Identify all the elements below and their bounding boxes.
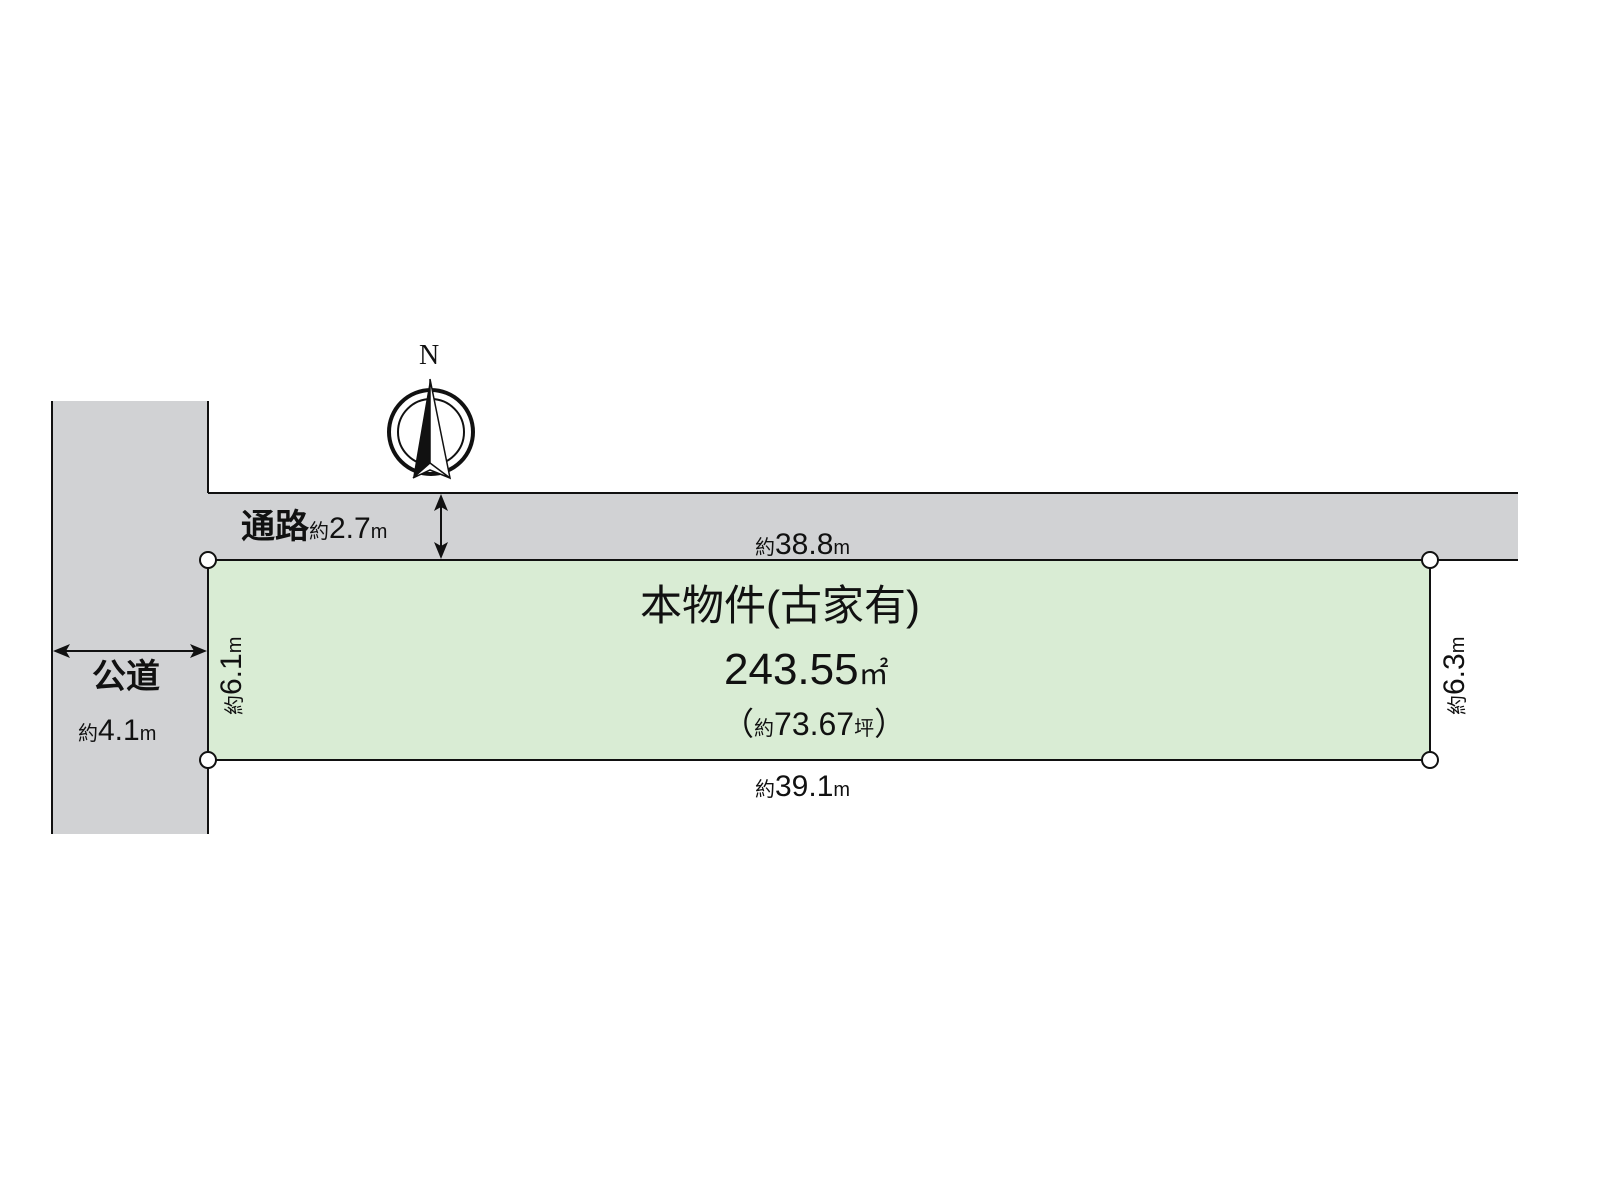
approx-prefix: 約	[755, 779, 775, 801]
paren-open: （	[722, 706, 755, 742]
property-title: 本物件(古家有)	[640, 582, 920, 629]
north-label: N	[419, 340, 440, 371]
passage-width-arrow-icon	[434, 494, 448, 559]
public-road-width: 約4.1m	[78, 716, 156, 746]
unit: m	[833, 537, 851, 559]
left-dimension-value: 6.1	[215, 653, 248, 695]
unit: m	[833, 779, 851, 801]
top-dimension: 約38.8m	[755, 530, 850, 560]
area-unit: ㎡	[858, 658, 889, 691]
corner-marker	[199, 551, 217, 569]
approx-prefix: 約	[755, 537, 775, 559]
right-dimension: 約6.3m	[1438, 636, 1471, 715]
corner-marker	[1421, 551, 1439, 569]
corner-marker	[199, 751, 217, 769]
approx-prefix: 約	[309, 521, 329, 543]
public-road	[52, 401, 208, 834]
area-value: 243.55	[724, 645, 859, 694]
unit: m	[139, 723, 157, 745]
bottom-dimension: 約39.1m	[755, 772, 850, 802]
paren-close: ）	[874, 706, 907, 742]
top-dimension-value: 38.8	[775, 528, 834, 561]
passage-road	[208, 493, 1518, 560]
property-tsubo: （約73.67坪）	[722, 708, 906, 740]
passage-label: 通路約2.7m	[241, 510, 387, 544]
approx-prefix: 約	[1447, 695, 1469, 715]
unit: m	[1447, 636, 1469, 654]
public-road-name: 公道	[92, 658, 160, 696]
approx-prefix: 約	[78, 723, 98, 745]
property-area: 243.55㎡	[724, 648, 889, 692]
public-road-width-value: 4.1	[98, 714, 140, 747]
corner-marker	[1421, 751, 1439, 769]
passage-width-value: 2.7	[329, 512, 371, 545]
tsubo-value: 73.67	[774, 706, 855, 742]
unit: m	[370, 521, 388, 543]
approx-prefix: 約	[224, 695, 246, 715]
passage-name: 通路	[241, 508, 309, 546]
north-compass-icon	[387, 378, 475, 480]
right-dimension-value: 6.3	[1438, 653, 1471, 695]
approx-prefix: 約	[754, 718, 775, 740]
tsubo-unit: 坪	[854, 718, 875, 740]
public-road-width-arrow-icon	[53, 644, 207, 658]
unit: m	[224, 636, 246, 654]
bottom-dimension-value: 39.1	[775, 770, 834, 803]
left-dimension: 約6.1m	[215, 636, 248, 715]
